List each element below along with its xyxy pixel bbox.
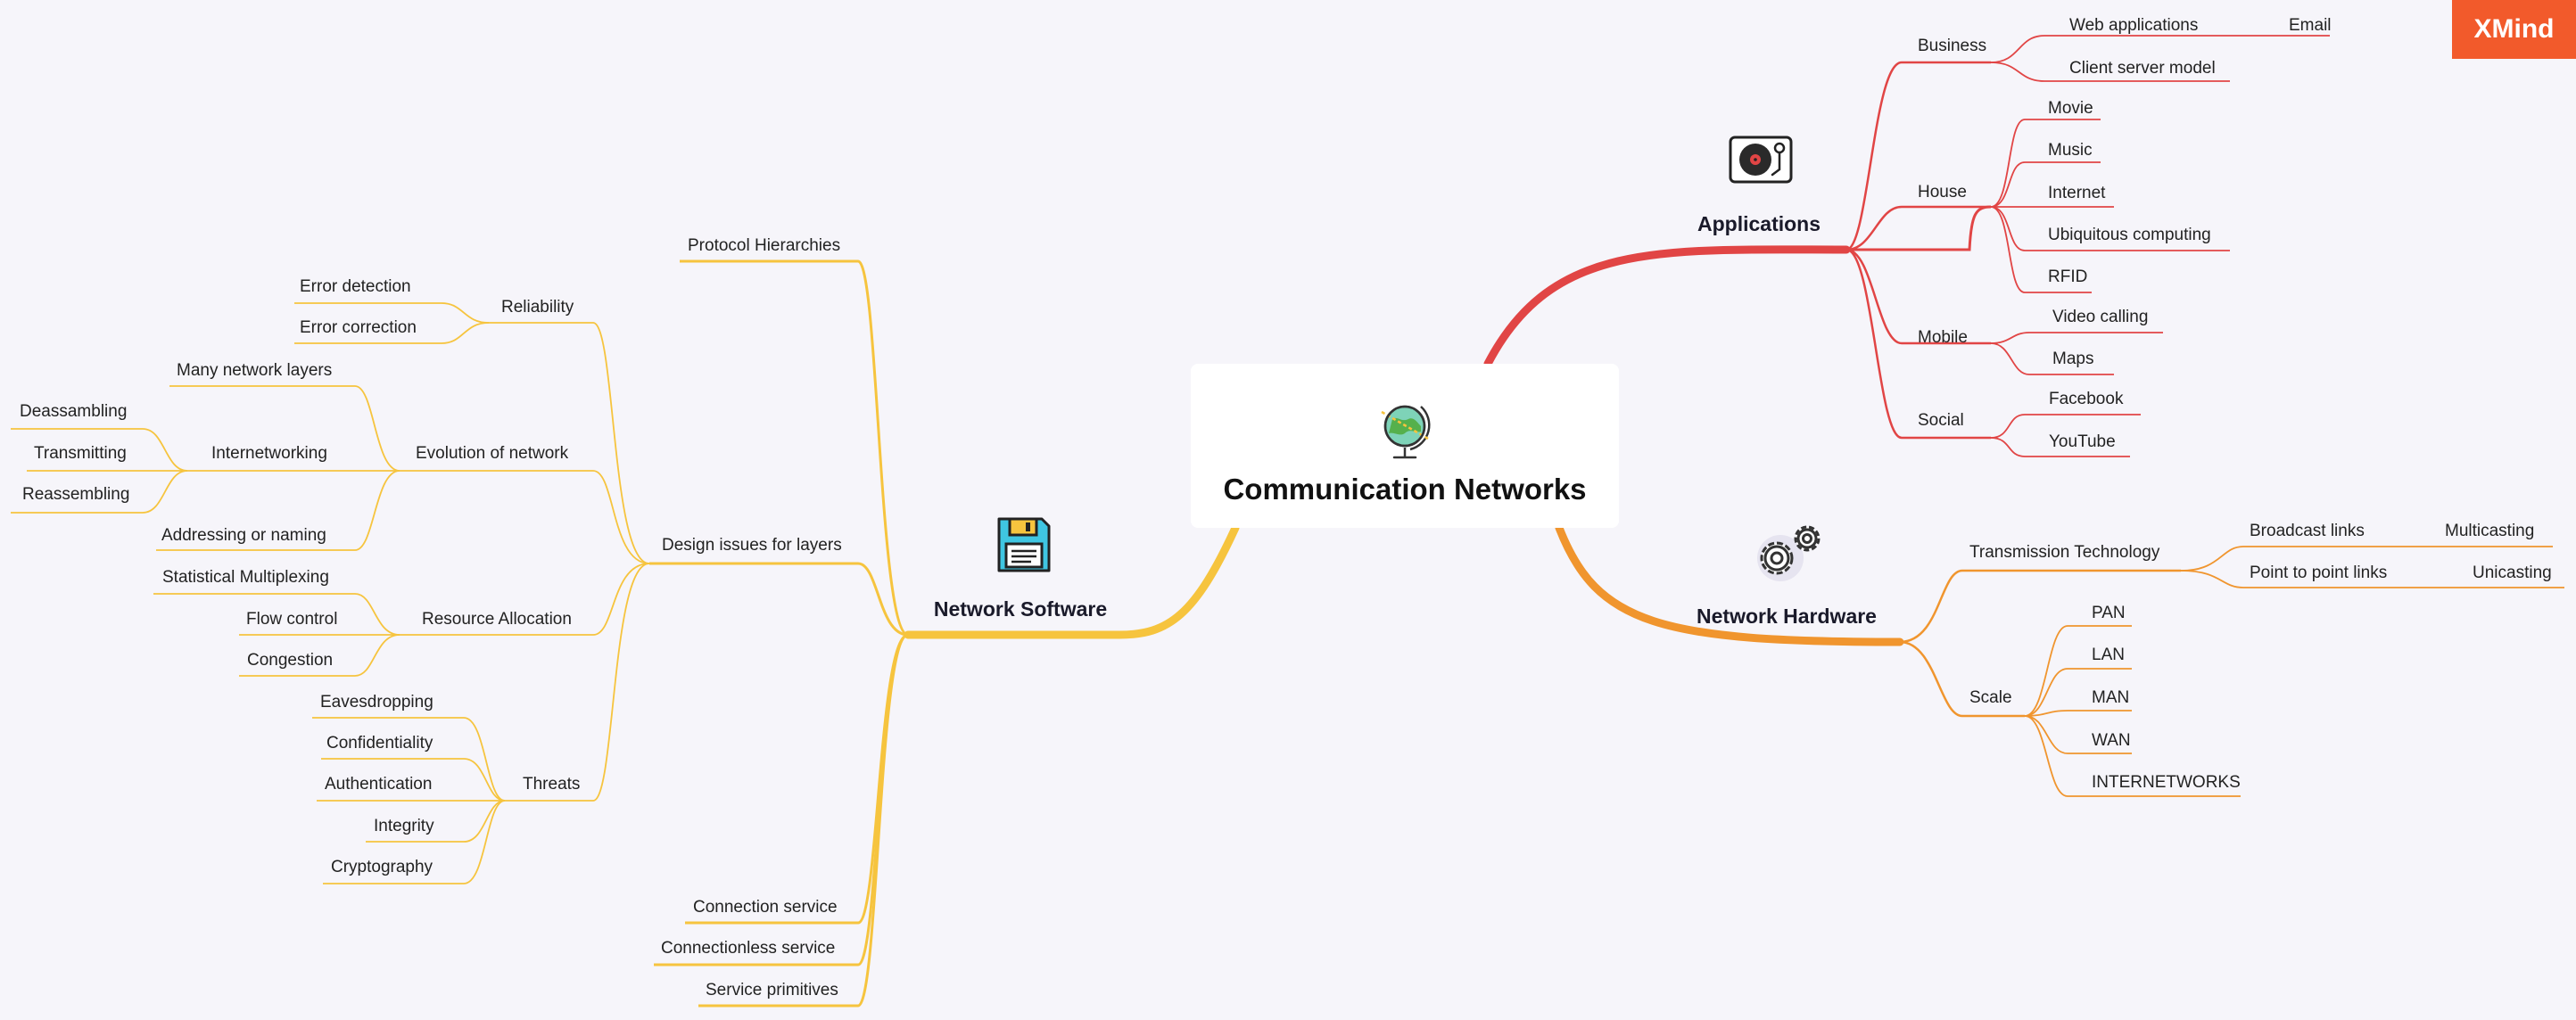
topic-house[interactable]: House (1918, 183, 1967, 202)
topic-threats[interactable]: Threats (523, 775, 581, 794)
branch-applications[interactable]: Applications (1697, 212, 1821, 235)
topic-connectionless-service[interactable]: Connectionless service (661, 939, 836, 958)
connector-software (904, 523, 1240, 639)
topic-internetworking[interactable]: Internetworking (211, 444, 327, 463)
topic-integrity[interactable]: Integrity (374, 817, 434, 835)
connectors-applications-leaves (1990, 35, 2330, 457)
topic-video-calling[interactable]: Video calling (2052, 308, 2149, 326)
central-topic[interactable]: Communication Networks (1191, 364, 1619, 528)
topic-multicasting[interactable]: Multicasting (2445, 522, 2535, 540)
topic-authentication[interactable]: Authentication (325, 775, 433, 794)
topic-pan[interactable]: PAN (2092, 604, 2126, 622)
topic-reliability[interactable]: Reliability (501, 298, 574, 317)
connectors-software-sub (11, 302, 650, 884)
turntable-icon (1729, 136, 1793, 184)
topic-rfid[interactable]: RFID (2048, 267, 2088, 286)
topic-youtube[interactable]: YouTube (2049, 432, 2116, 451)
topic-mobile[interactable]: Mobile (1918, 328, 1968, 347)
connector-applications (1483, 245, 1851, 368)
gears-icon (1757, 525, 1821, 581)
topic-transmission-technology[interactable]: Transmission Technology (1969, 543, 2160, 562)
topic-error-correction[interactable]: Error correction (300, 318, 417, 337)
topic-addressing-or-naming[interactable]: Addressing or naming (161, 526, 326, 545)
topic-web-applications[interactable]: Web applications (2069, 16, 2199, 35)
topic-movie[interactable]: Movie (2048, 99, 2093, 118)
topic-reassembling[interactable]: Reassembling (22, 485, 130, 504)
topic-evolution-of-network[interactable]: Evolution of network (416, 444, 569, 463)
globe-icon (1381, 405, 1431, 459)
topic-client-server-model[interactable]: Client server model (2069, 59, 2216, 78)
topic-service-primitives[interactable]: Service primitives (706, 981, 838, 999)
connectors-hardware (1899, 569, 2181, 718)
topic-wan[interactable]: WAN (2092, 731, 2131, 750)
connectors-software (649, 259, 909, 1008)
topic-eavesdropping[interactable]: Eavesdropping (320, 693, 433, 712)
central-title: Communication Networks (1223, 473, 1587, 506)
topic-design-issues-for-layers[interactable]: Design issues for layers (662, 536, 842, 555)
topic-scale[interactable]: Scale (1969, 688, 2012, 707)
topic-ubiquitous-computing[interactable]: Ubiquitous computing (2048, 226, 2211, 244)
topic-broadcast-links[interactable]: Broadcast links (2250, 522, 2365, 540)
topic-resource-allocation[interactable]: Resource Allocation (422, 610, 572, 629)
topic-lan[interactable]: LAN (2092, 646, 2125, 664)
topic-error-detection[interactable]: Error detection (300, 277, 411, 296)
topic-music[interactable]: Music (2048, 141, 2093, 160)
topic-connection-service[interactable]: Connection service (693, 898, 838, 917)
topic-flow-control[interactable]: Flow control (246, 610, 338, 629)
topic-man[interactable]: MAN (2092, 688, 2130, 707)
topic-transmitting[interactable]: Transmitting (34, 444, 127, 463)
topic-facebook[interactable]: Facebook (2049, 390, 2124, 408)
branch-network-hardware[interactable]: Network Hardware (1697, 605, 1877, 628)
topic-confidentiality[interactable]: Confidentiality (326, 734, 433, 753)
topic-point-to-point-links[interactable]: Point to point links (2250, 563, 2388, 582)
topic-statistical-multiplexing[interactable]: Statistical Multiplexing (162, 568, 329, 587)
topic-email[interactable]: Email (2289, 16, 2332, 35)
topic-internetworks[interactable]: INTERNETWORKS (2092, 773, 2241, 792)
topic-maps[interactable]: Maps (2052, 350, 2094, 368)
topic-social[interactable]: Social (1918, 411, 1964, 430)
topic-congestion[interactable]: Congestion (247, 651, 334, 670)
connector-hardware (1555, 523, 1904, 646)
topic-unicasting[interactable]: Unicasting (2473, 563, 2552, 582)
topic-deassambling[interactable]: Deassambling (20, 402, 128, 421)
topic-protocol-hierarchies[interactable]: Protocol Hierarchies (688, 236, 841, 255)
topic-business[interactable]: Business (1918, 37, 1987, 55)
xmind-logo[interactable]: XMind (2452, 0, 2576, 59)
topic-cryptography[interactable]: Cryptography (331, 858, 433, 876)
branch-network-software[interactable]: Network Software (933, 597, 1108, 621)
connectors-hardware-leaves (2024, 546, 2564, 797)
floppy-disk-icon (997, 517, 1051, 572)
topic-internet[interactable]: Internet (2048, 184, 2106, 202)
connectors-applications (1845, 61, 1992, 440)
topic-many-network-layers[interactable]: Many network layers (177, 361, 333, 380)
